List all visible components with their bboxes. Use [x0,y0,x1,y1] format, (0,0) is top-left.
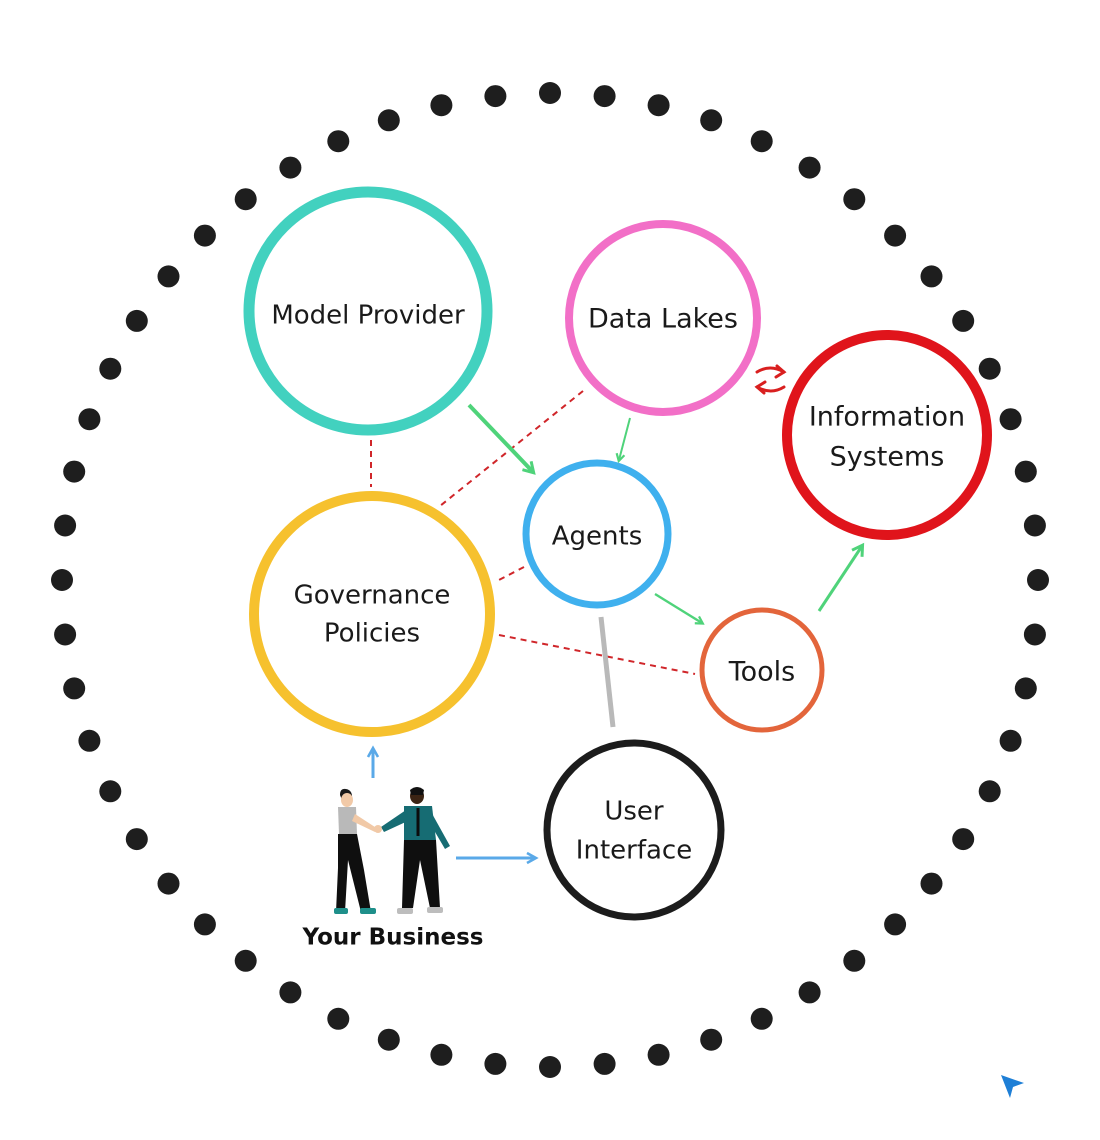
ring-dot [978,780,1001,803]
node-user-interface-label-line1: User [604,797,664,827]
link-agents-user-interface [598,616,616,728]
ring-dot [377,1028,400,1051]
ring-dot [54,623,77,646]
ring-dot [54,514,77,537]
ring-dot [700,109,723,132]
ring-dot [327,130,350,153]
node-information-systems: Information Systems [782,330,992,540]
ring-dot [99,357,122,380]
node-tools: Tools [699,607,825,733]
arrow-tools-to-information-systems [817,542,865,612]
ring-dot [63,460,86,483]
dotted-ring [51,82,1049,1078]
node-information-systems-label-line2: Systems [830,442,945,473]
ring-dot [884,224,907,247]
ring-dot [952,828,975,851]
ring-dot [193,224,216,247]
ring-dot [99,780,122,803]
ring-dot [157,872,180,895]
ring-dot [1014,460,1037,483]
ring-dot [78,729,101,752]
node-governance-policies: Governance Policies [249,491,495,737]
ring-dot [700,1028,723,1051]
node-tools-label: Tools [728,657,796,688]
node-agents-label: Agents [552,522,643,552]
ring-dot [952,309,975,332]
connectors [366,364,865,865]
ring-dot [484,85,507,108]
node-data-lakes-label: Data Lakes [588,304,738,335]
ring-dot [1014,677,1037,700]
node-information-systems-label-line1: Information [809,402,965,433]
ring-dot [920,265,943,288]
ring-dot [430,1043,453,1066]
ring-dot [193,913,216,936]
business-handshake-icon [334,787,450,914]
ring-dot [593,1052,616,1075]
ring-dot [920,872,943,895]
ring-dot [51,569,73,591]
node-governance-policies-label-line1: Governance [294,581,451,611]
node-model-provider-label: Model Provider [271,301,465,331]
man-figure-icon [374,787,450,914]
ring-dot [157,265,180,288]
ring-dot [539,82,561,104]
woman-figure-icon [334,788,378,914]
ring-dot [999,729,1022,752]
ring-dot [279,981,302,1004]
ring-dot [750,130,773,153]
ring-dot [125,828,148,851]
ring-dot [78,408,101,431]
ring-dot [125,309,148,332]
node-agents: Agents [522,459,672,609]
ring-dot [377,109,400,132]
ring-dot [327,1007,350,1030]
ring-dot [798,156,821,179]
node-data-lakes: Data Lakes [565,220,761,416]
ring-dot [843,949,866,972]
ring-dot [593,85,616,108]
ring-dot [1023,514,1046,537]
ring-dot [750,1007,773,1030]
link-governance-tools [498,634,696,675]
ring-dot [843,188,866,211]
ring-dot [234,188,257,211]
ring-dot [234,949,257,972]
link-agents-governance [496,566,525,582]
node-user-interface-label-line2: Interface [576,836,692,866]
ring-dot [484,1052,507,1075]
node-governance-policies-label-line2: Policies [324,619,420,649]
arrow-agents-to-tools [654,592,702,623]
arrow-data-lakes-to-agents [619,417,631,460]
business-label: Your Business [302,925,484,951]
ring-dot [63,677,86,700]
ring-dot [884,913,907,936]
cursor-arrow-icon [1001,1075,1024,1098]
ring-dot [647,1043,670,1066]
ring-dot [539,1056,561,1078]
ring-dot [647,94,670,117]
node-user-interface: User Interface [543,739,725,921]
ring-dot [279,156,302,179]
ring-dot [1023,623,1046,646]
node-model-provider: Model Provider [243,186,493,436]
ring-dot [999,408,1022,431]
ring-dot [1027,569,1049,591]
ring-dot [978,357,1001,380]
ring-dot [430,94,453,117]
bidirectional-sync-icon [754,364,787,395]
arrow-model-provider-to-agents [467,403,536,475]
ring-dot [798,981,821,1004]
